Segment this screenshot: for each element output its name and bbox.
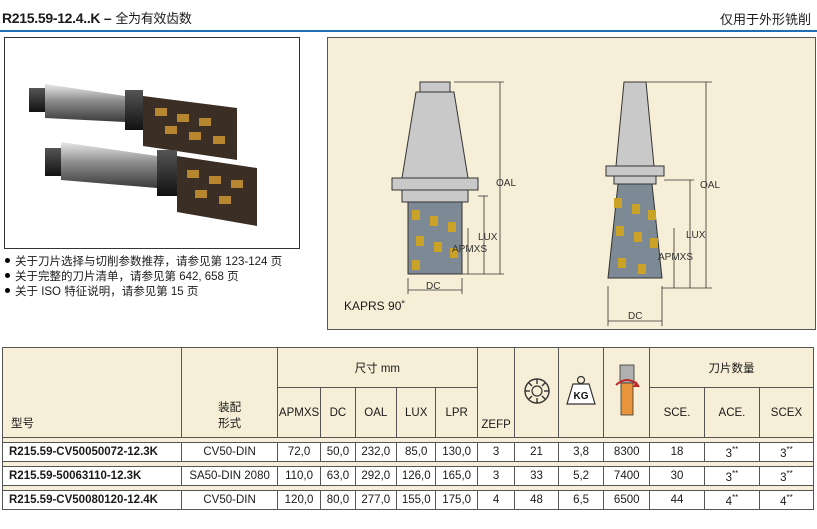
cutter-drawing-icon: OAL LUX APMXS DC OAL LUX <box>391 81 720 326</box>
svg-text:KG: KG <box>574 391 589 402</box>
left-apmxs-label: APMXS <box>452 244 487 255</box>
technical-drawing: OAL LUX APMXS DC OAL LUX <box>327 37 816 330</box>
header-lpr: LPR <box>435 387 478 438</box>
table-row: R215.59-CV50080120-12.4K CV50-DIN 120,0 … <box>1 490 815 510</box>
header-sce: SCE. <box>649 387 705 438</box>
right-dc-label: DC <box>628 311 642 322</box>
header-rpm-icon <box>603 347 651 438</box>
note-item: 关于完整的刀片清单，请参见第 642, 658 页 <box>4 270 282 285</box>
left-dc-label: DC <box>426 281 440 292</box>
header-scex: SCEX <box>758 387 815 438</box>
table-row: R215.59-50063110-12.3K SA50-DIN 2080 110… <box>1 466 815 486</box>
header-insert-group: 刀片数量 <box>649 347 814 388</box>
bullet-icon <box>5 273 10 279</box>
product-photo <box>4 37 300 249</box>
reference-notes: 关于刀片选择与切削参数推荐，请参见第 123-124 页 关于完整的刀片清单，请… <box>4 255 282 300</box>
header-zefp: ZEFP <box>476 347 516 438</box>
coolant-key-icon <box>523 378 550 404</box>
note-item: 关于刀片选择与切削参数推荐，请参见第 123-124 页 <box>4 255 282 270</box>
milling-cutter-photo-icon <box>29 84 257 226</box>
page-header: R215.59-12.4..K –全为有效齿数 仅用于外形铣削 <box>0 0 817 30</box>
right-apmxs-label: APMXS <box>658 252 693 263</box>
header-apmxs: APMXS <box>276 387 322 438</box>
header-dims-group: 尺寸 mm <box>276 347 478 388</box>
note-item: 关于 ISO 特征说明，请参见第 15 页 <box>4 285 282 300</box>
header-oal: OAL <box>354 387 398 438</box>
spec-table: 型号 装配 形式 尺寸 mm ZEFP KG <box>1 347 815 510</box>
header-lux: LUX <box>396 387 437 438</box>
bullet-icon <box>5 258 10 264</box>
header-divider <box>0 30 817 32</box>
header-key-icon <box>514 347 559 438</box>
table-header-row: 型号 装配 形式 尺寸 mm ZEFP KG <box>1 347 814 438</box>
table-row: R215.59-CV50050072-12.3K CV50-DIN 72,0 5… <box>1 442 815 462</box>
header-model: 型号 <box>1 347 183 438</box>
header-ace: ACE. <box>703 387 760 438</box>
left-lux-label: LUX <box>478 232 498 243</box>
header-kg: KG <box>557 347 605 438</box>
model-code: R215.59-12.4..K – <box>2 10 112 26</box>
bullet-icon <box>5 288 10 294</box>
subtitle: 全为有效齿数 <box>115 11 192 26</box>
right-note: 仅用于外形铣削 <box>719 12 811 27</box>
kaprs-label: KAPRS 90˚ <box>344 299 406 313</box>
header-dc: DC <box>320 387 356 438</box>
right-oal-label: OAL <box>700 180 720 191</box>
left-oal-label: OAL <box>496 178 516 189</box>
page-title: R215.59-12.4..K –全为有效齿数 <box>2 8 192 27</box>
header-mount: 装配 形式 <box>181 347 278 438</box>
right-lux-label: LUX <box>686 230 706 241</box>
weight-icon: KG <box>566 375 596 405</box>
spindle-speed-icon <box>615 364 640 416</box>
